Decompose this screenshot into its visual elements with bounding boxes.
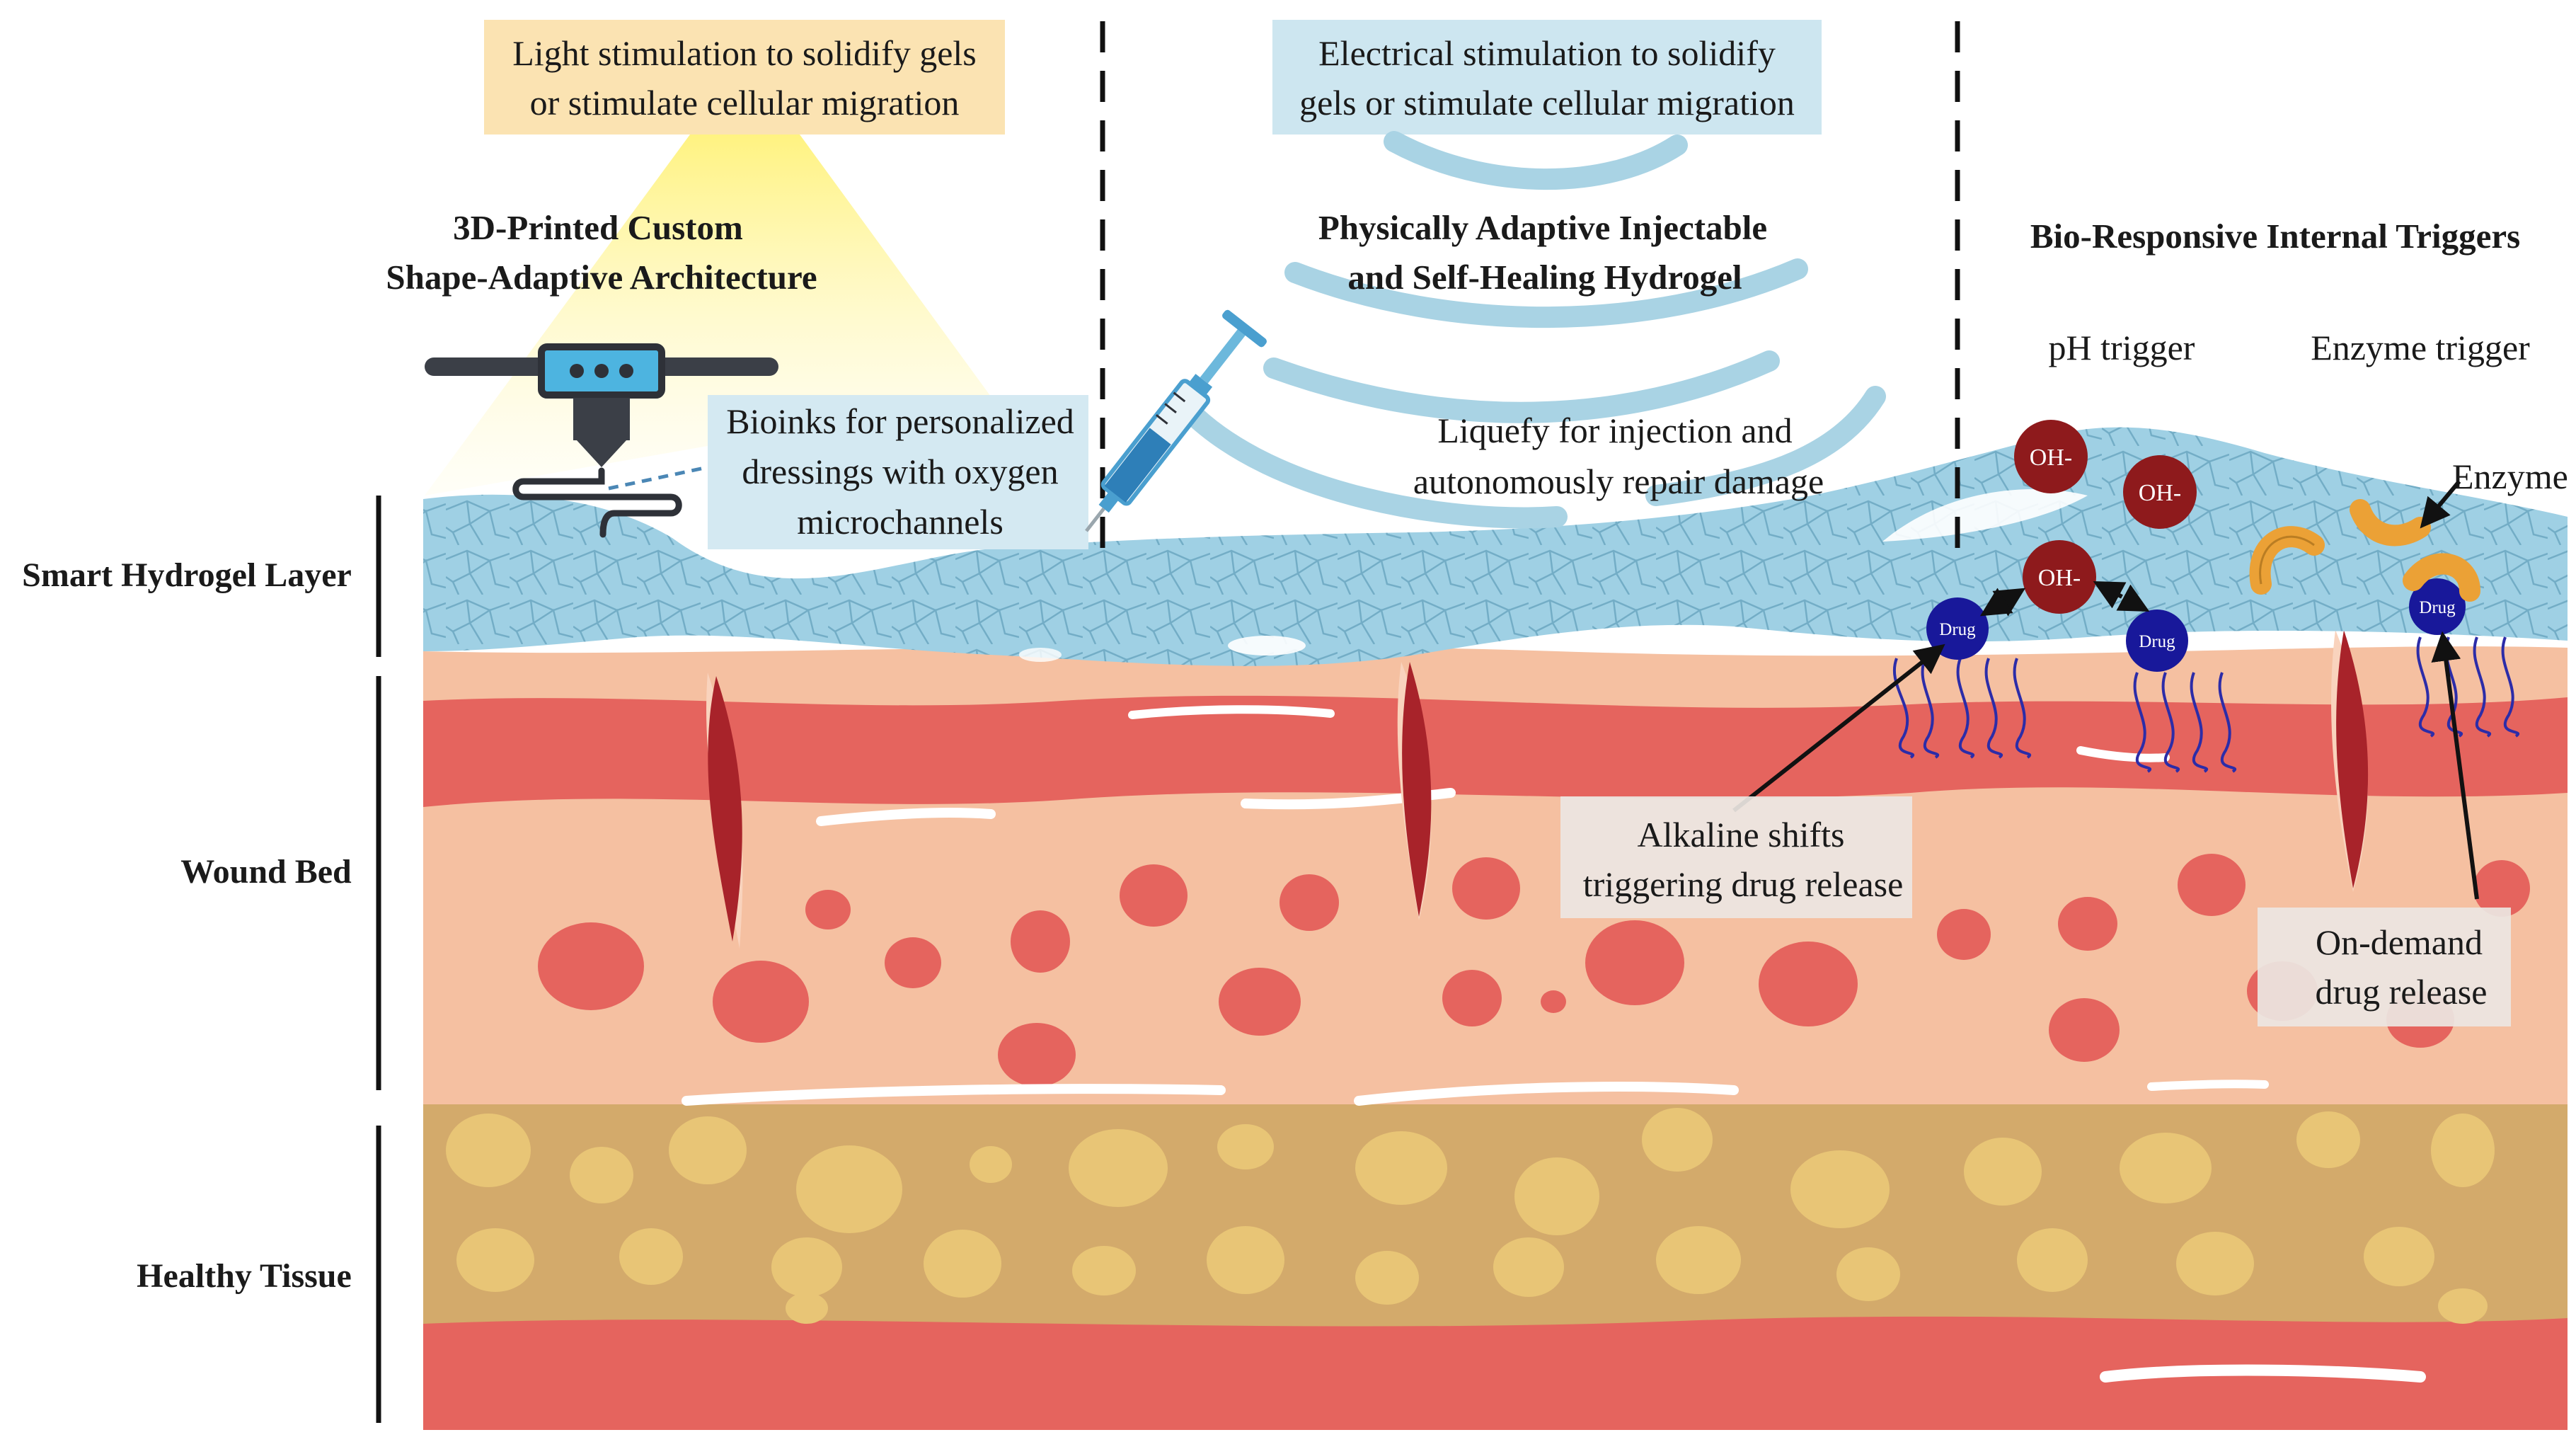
svg-text:3D-Printed Custom: 3D-Printed Custom [453, 208, 743, 247]
svg-text:Drug: Drug [2139, 632, 2175, 651]
bioink-callout: Bioinks for personalized dressings with … [708, 395, 1088, 549]
enzyme-trigger-label: Enzyme trigger [2311, 328, 2530, 367]
svg-text:On-demand: On-demand [2316, 922, 2483, 962]
svg-text:gels or stimulate cellular mig: gels or stimulate cellular migration [1299, 83, 1795, 122]
hydroxide-ions: OH- OH- OH- [2014, 420, 2197, 614]
healthy-tissue-layer [423, 1090, 2568, 1430]
svg-text:Shape-Adaptive Architecture: Shape-Adaptive Architecture [386, 258, 817, 297]
wound-cuts [706, 630, 2369, 949]
svg-text:or stimulate cellular migratio: or stimulate cellular migration [530, 83, 960, 122]
light-stimulation-banner: Light stimulation to solidify gels or st… [484, 20, 1005, 135]
svg-text:Bio-Responsive Internal Trigge: Bio-Responsive Internal Triggers [2030, 217, 2520, 256]
wound-bed-layer [423, 630, 2568, 1106]
side-label-hydrogel: Smart Hydrogel Layer [22, 556, 352, 594]
svg-text:OH-: OH- [2030, 445, 2072, 471]
svg-text:Light stimulation to solidify: Light stimulation to solidify gels [512, 33, 977, 73]
svg-text:and Self-Healing Hydrogel: and Self-Healing Hydrogel [1347, 258, 1742, 297]
alkaline-callout: Alkaline shifts triggering drug release [1560, 796, 1912, 918]
svg-text:Drug: Drug [2419, 598, 2456, 617]
svg-text:Electrical stimulation to soli: Electrical stimulation to solidify [1318, 33, 1776, 73]
exchange-arrows [1979, 581, 2150, 617]
panel-left-title: 3D-Printed Custom Shape-Adaptive Archite… [386, 208, 817, 297]
syringe-icon [1085, 309, 1267, 532]
svg-text:OH-: OH- [2038, 565, 2081, 591]
svg-text:Physically Adaptive Injectable: Physically Adaptive Injectable [1318, 208, 1767, 247]
injection-label: Liquefy for injection and autonomously r… [1413, 411, 1824, 501]
svg-text:Drug: Drug [1939, 620, 1976, 639]
panel-right-title: Bio-Responsive Internal Triggers [2030, 217, 2520, 256]
svg-text:OH-: OH- [2139, 480, 2181, 506]
enzyme-label: Enzyme [2452, 457, 2568, 496]
svg-text:microchannels: microchannels [797, 502, 1004, 542]
svg-text:drug release: drug release [2316, 972, 2488, 1012]
panel-middle-title: Physically Adaptive Injectable and Self-… [1318, 208, 1767, 297]
electric-waves [1178, 131, 1886, 529]
fat-cells [446, 1108, 2495, 1324]
svg-text:Alkaline shifts: Alkaline shifts [1637, 815, 1844, 854]
panel-separators [1100, 21, 1960, 552]
svg-text:triggering drug release: triggering drug release [1583, 864, 1904, 904]
electrical-stimulation-banner: Electrical stimulation to solidify gels … [1272, 20, 1822, 135]
fibers [682, 636, 2269, 1106]
side-label-wound: Wound Bed [180, 853, 352, 891]
side-label-healthy: Healthy Tissue [137, 1257, 352, 1295]
ph-trigger-label: pH trigger [2049, 328, 2195, 367]
svg-text:dressings with oxygen: dressings with oxygen [742, 452, 1058, 491]
svg-text:autonomously repair damage: autonomously repair damage [1413, 462, 1824, 501]
callout-arrows [1732, 480, 2479, 900]
svg-text:Liquefy for injection and: Liquefy for injection and [1437, 411, 1792, 450]
3d-printer-icon [425, 343, 778, 538]
svg-text:Bioinks for personalized: Bioinks for personalized [726, 401, 1074, 441]
ondemand-callout: On-demand drug release [2258, 908, 2511, 1026]
